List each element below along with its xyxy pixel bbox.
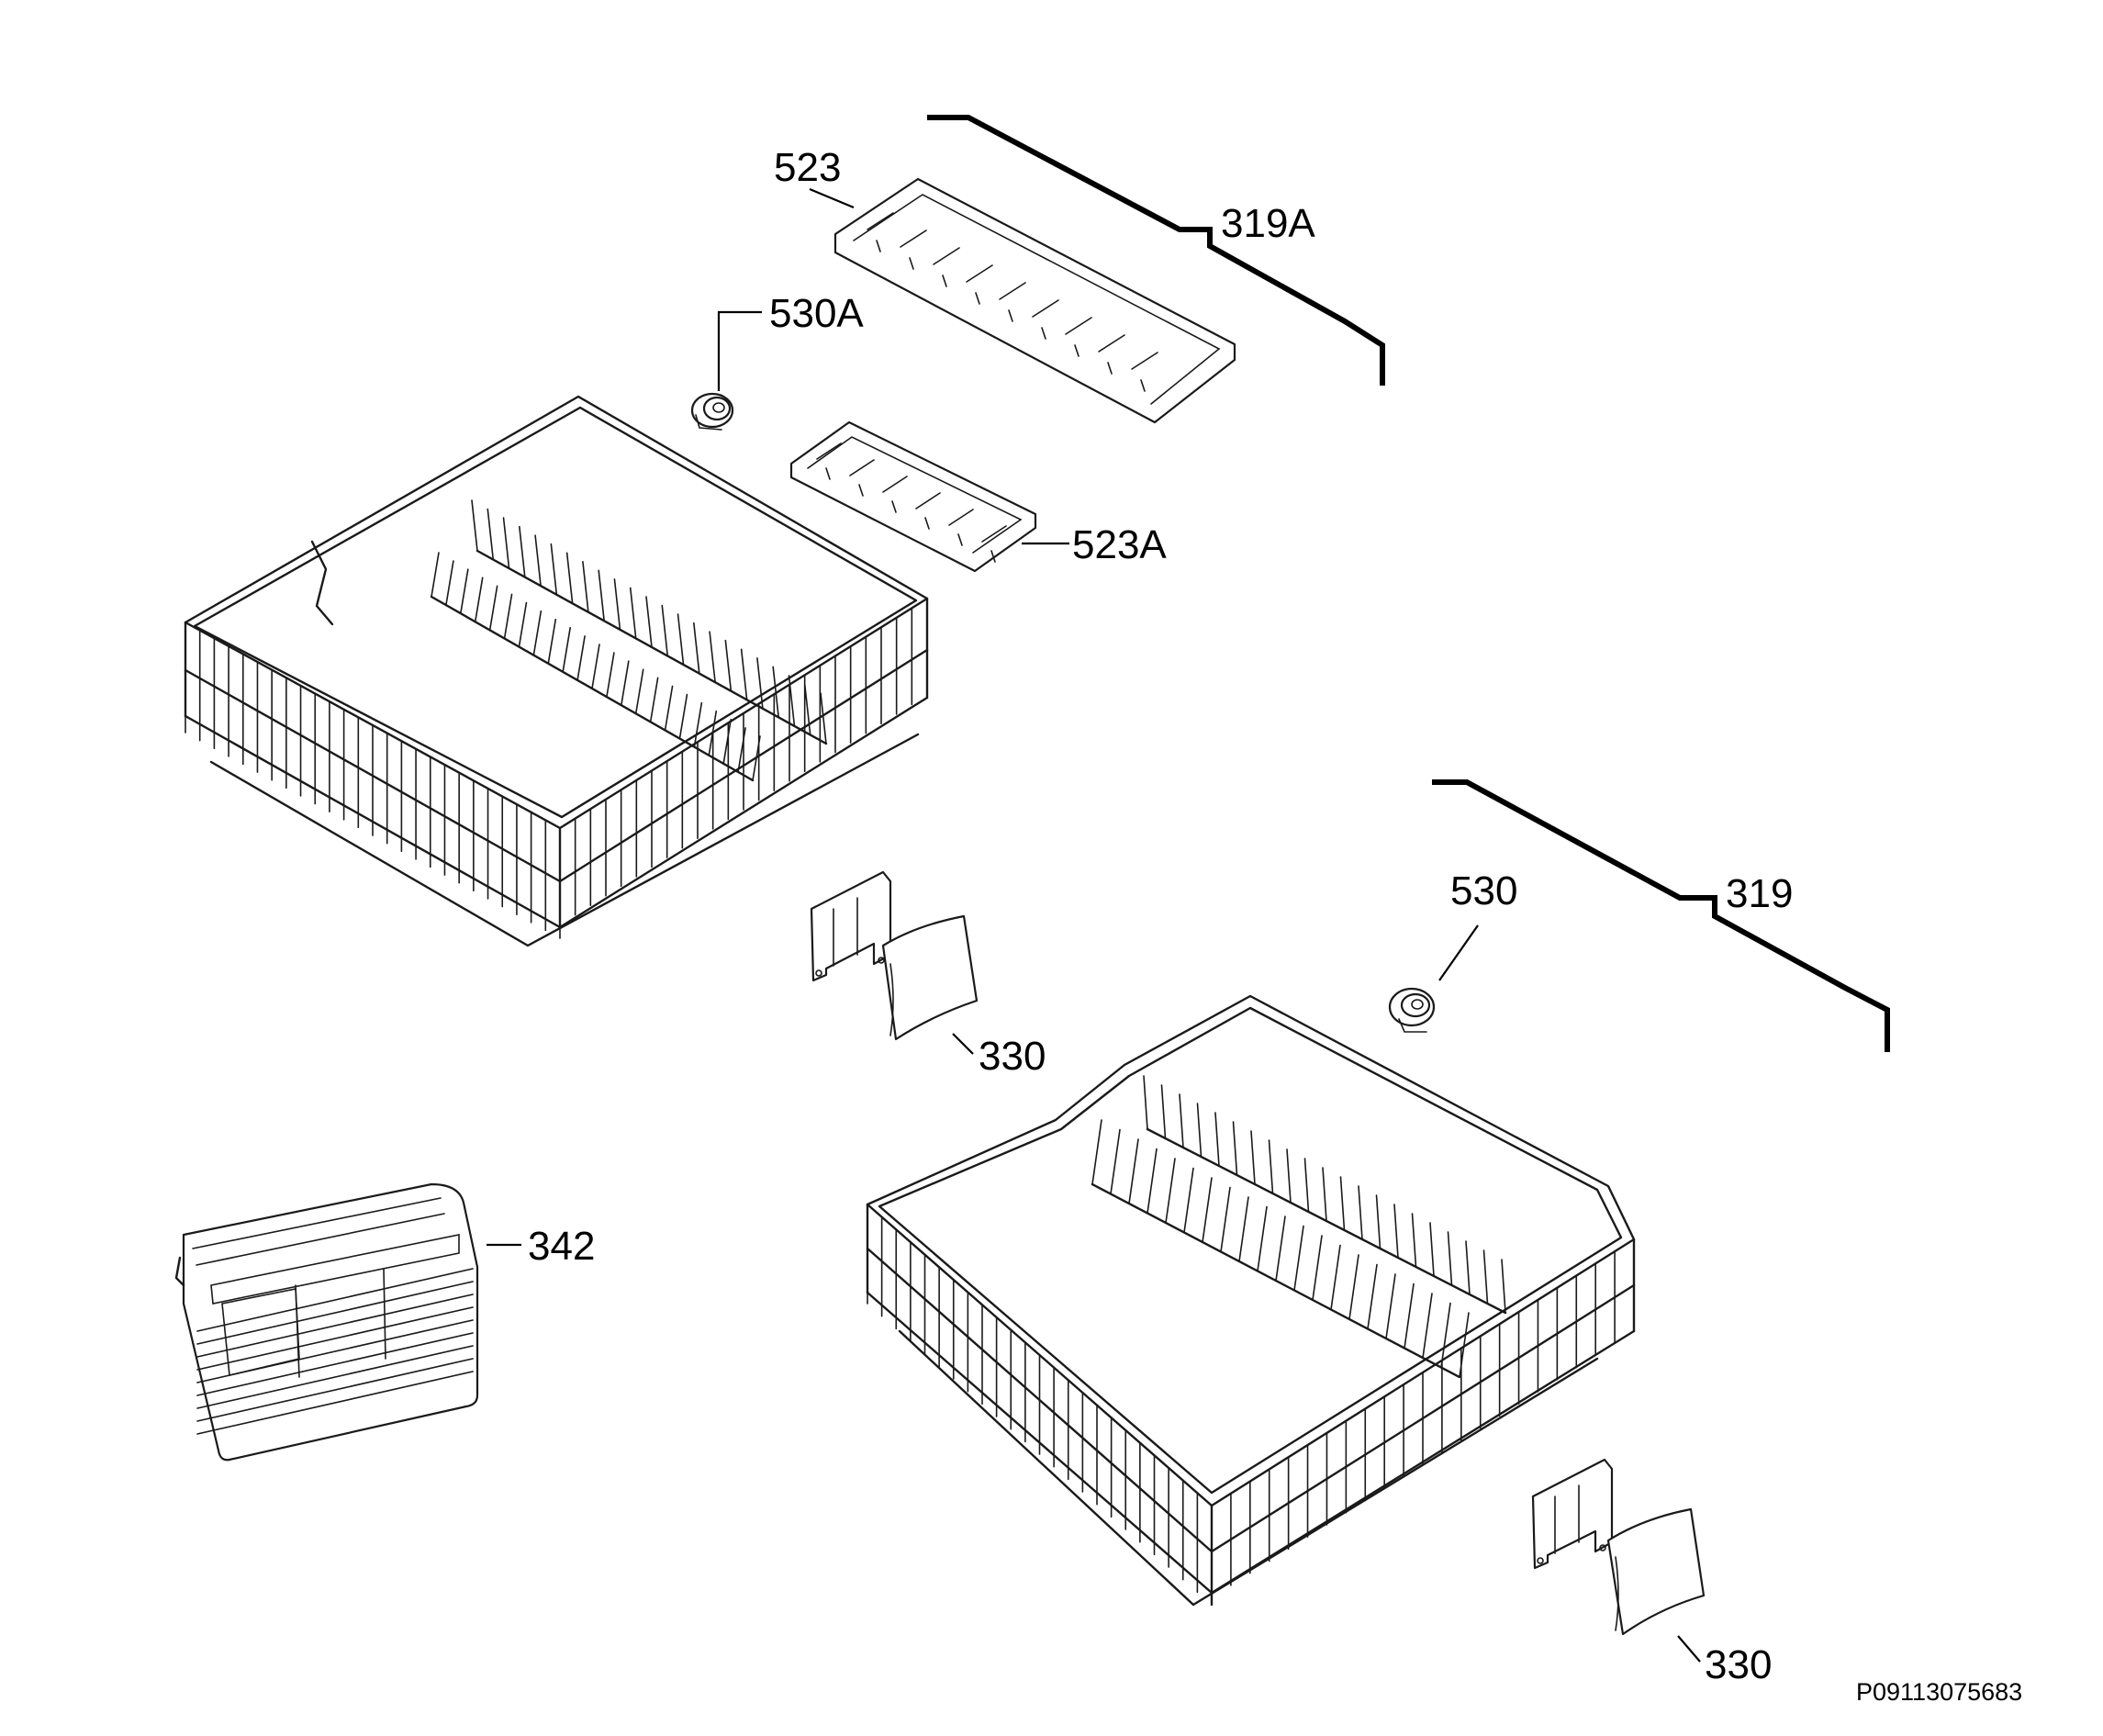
callout-labels: 523 319A 530A 523A 330 530 319 342 330 (528, 145, 1793, 1687)
callout-319: 319 (1726, 871, 1793, 916)
upper-basket (184, 395, 929, 947)
callout-523A: 523A (1072, 522, 1167, 567)
cup-rack-strip-523 (833, 177, 1236, 424)
leader-523 (809, 187, 855, 209)
rack-clip-330-lower (1531, 1458, 1706, 1636)
wheel-530 (1388, 987, 1436, 1033)
callout-530: 530 (1450, 868, 1517, 913)
callout-342: 342 (528, 1224, 595, 1269)
leader-530 (1438, 924, 1479, 981)
cup-rack-strip-523A (789, 420, 1037, 573)
leader-lines (487, 187, 1701, 1663)
callout-330-lower: 330 (1705, 1642, 1772, 1687)
leader-330-lower (1677, 1635, 1701, 1663)
lower-basket (866, 994, 1636, 1607)
leader-330-upper (952, 1033, 974, 1055)
bracket-319A (927, 115, 1385, 386)
rack-clip-330-upper (810, 870, 979, 1041)
drawing-code: P09113075683 (1856, 1678, 2022, 1706)
wheel-530A (690, 392, 734, 431)
leader-530A (717, 310, 762, 391)
callout-530A: 530A (769, 291, 864, 336)
cutlery-basket-342 (174, 1182, 479, 1462)
bracket-319 (1432, 779, 1890, 1052)
callout-319A: 319A (1221, 201, 1315, 246)
callout-523: 523 (774, 145, 841, 190)
callout-330-upper: 330 (979, 1034, 1046, 1079)
